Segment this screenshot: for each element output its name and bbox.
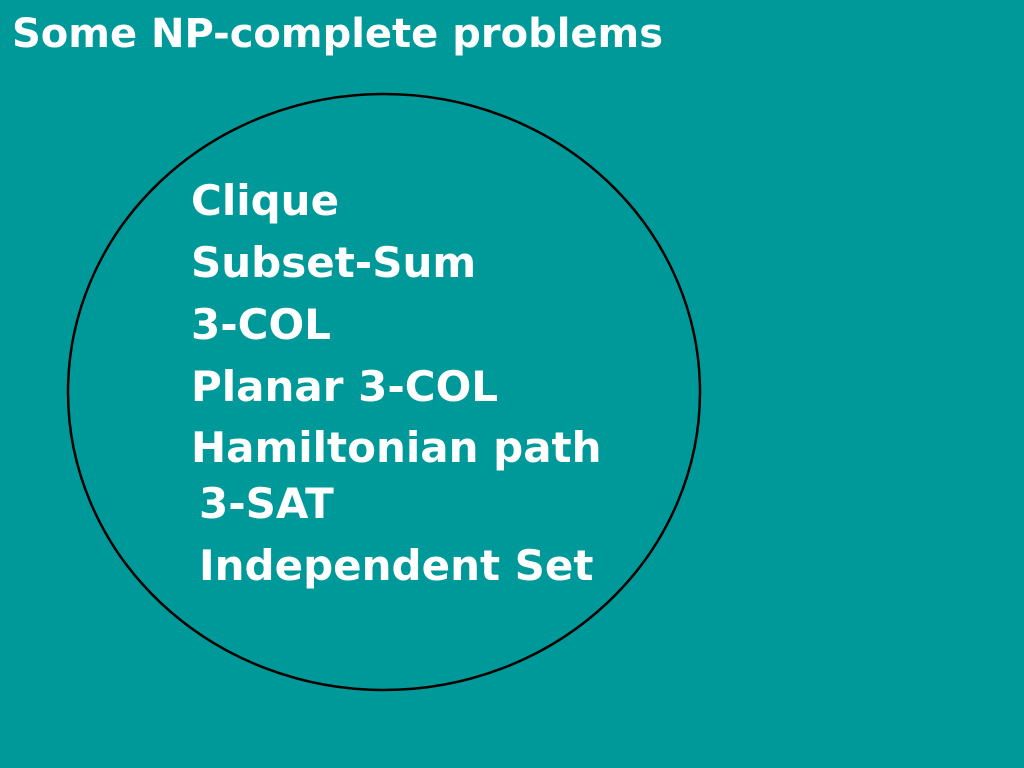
problem-3-sat: 3-SAT	[199, 479, 334, 528]
problem-planar-3-col: Planar 3-COL	[191, 362, 499, 411]
problem-hamiltonian-path: Hamiltonian path	[191, 423, 602, 472]
problem-subset-sum: Subset-Sum	[191, 238, 477, 287]
problem-3-col: 3-COL	[191, 300, 331, 349]
slide-title: Some NP-complete problems	[12, 11, 664, 57]
problem-independent-set: Independent Set	[199, 541, 594, 590]
problem-clique: Clique	[191, 176, 340, 225]
np-complete-ellipse	[66, 92, 702, 692]
